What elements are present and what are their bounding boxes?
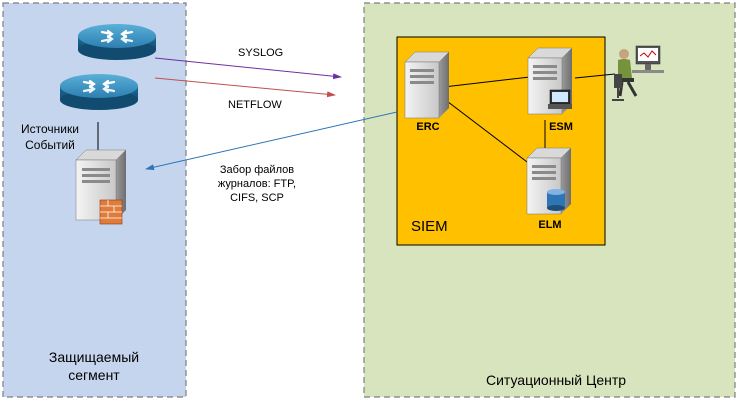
server-icon	[75, 149, 127, 225]
sources-label-2: Событий	[25, 138, 75, 152]
elm-server-icon	[526, 147, 572, 215]
collect-label-1: Забор файлов	[220, 164, 294, 176]
siem-label: SIEM	[411, 218, 448, 235]
syslog-label: SYSLOG	[238, 47, 283, 59]
collect-label-2: журналов: FTP,	[218, 178, 296, 190]
erc-server-icon	[404, 51, 450, 119]
collect-label-3: CIFS, SCP	[230, 192, 284, 204]
erc-label: ERC	[416, 121, 439, 133]
router-icon	[60, 74, 138, 110]
sources-label: Источники	[21, 122, 79, 136]
elm-label: ELM	[538, 219, 561, 231]
router-icon	[78, 24, 156, 60]
siem-links	[434, 73, 616, 169]
netflow-label: NETFLOW	[228, 99, 282, 111]
esm-label: ESM	[549, 121, 573, 133]
protected-segment-label-2: сегмент	[68, 367, 120, 383]
protected-segment-label: Защищаемый	[49, 349, 139, 365]
syslog-arrow	[154, 57, 342, 80]
soc-label: Ситуационный Центр	[486, 372, 626, 388]
operator-workstation-icon	[612, 45, 664, 101]
esm-server-icon	[527, 47, 573, 115]
netflow-arrow	[154, 77, 336, 98]
log-collection-arrow	[145, 111, 398, 171]
